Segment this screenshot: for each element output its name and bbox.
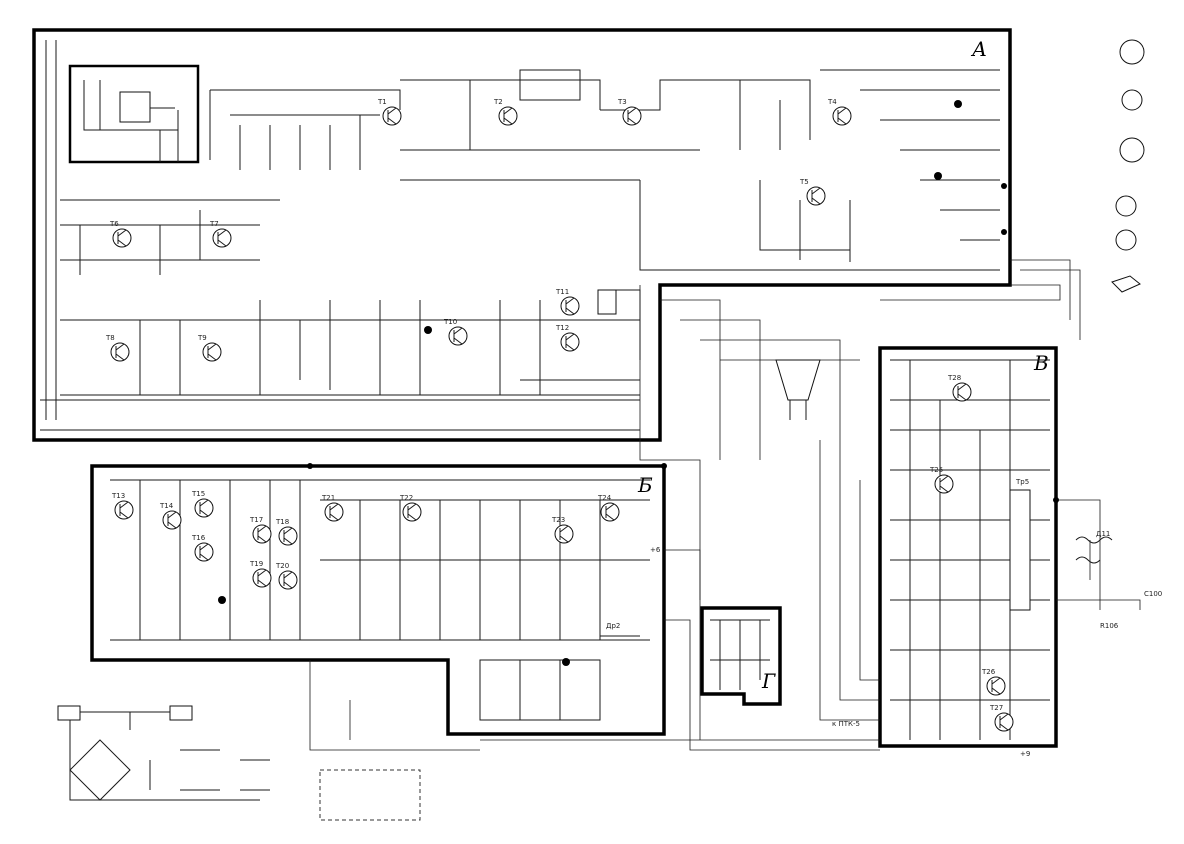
tr-label: Т14 — [159, 502, 174, 510]
d11-label: Д11 — [1096, 530, 1110, 538]
junction-dots — [307, 100, 1059, 503]
choke-label: Др2 — [606, 622, 620, 630]
connector-2 — [169, 705, 193, 721]
transistor-t19: Т19 — [249, 560, 272, 588]
transistor-t26: Т26 — [981, 668, 1006, 696]
transistor-t1: Т1 — [377, 98, 402, 126]
transistor-t20: Т20 — [275, 562, 298, 590]
transistor-t16: Т16 — [191, 534, 214, 562]
tuner-box — [68, 64, 200, 164]
test-point — [218, 596, 226, 604]
tr-label: Т25 — [929, 466, 943, 474]
pin-label: +9 — [1020, 750, 1030, 758]
tr-label: Т9 — [197, 334, 207, 342]
transistor-t6: Т6 — [109, 220, 132, 248]
transistor-t15: Т15 — [191, 490, 214, 518]
antenna-coil: Д11 R106 С100 — [1075, 530, 1162, 630]
transistor-t14: Т14 — [159, 502, 182, 530]
block-g: Г — [700, 606, 782, 706]
block-a: А Т1 Т2 Т3 Т4 — [32, 28, 1012, 442]
tr-label: Т1 — [377, 98, 387, 106]
tr-label: Т10 — [443, 318, 457, 326]
block-v: В Т25 Т26 Т27 Т28 Тр5 +9 — [878, 346, 1058, 758]
transistor-t17: Т17 — [249, 516, 272, 544]
tr-label: Т6 — [109, 220, 119, 228]
tr-label: Т20 — [275, 562, 289, 570]
tr-label: Т26 — [981, 668, 996, 676]
tr-label: Т4 — [827, 98, 837, 106]
transistor-t10: Т10 — [443, 318, 468, 346]
transistor-t25: Т25 — [929, 466, 954, 494]
transistor-t5: Т5 — [799, 178, 826, 206]
transformer-label: Тр5 — [1015, 478, 1029, 486]
output-transformer — [597, 289, 617, 315]
tr-label: Т3 — [617, 98, 627, 106]
transistor-t11: Т11 — [555, 288, 580, 316]
transistor-t4: Т4 — [827, 98, 852, 126]
transistor-t3: Т3 — [617, 98, 642, 126]
transistor-t9: Т9 — [197, 334, 222, 362]
tr-label: Т16 — [191, 534, 206, 542]
tr-label: Т11 — [555, 288, 569, 296]
interconnect-wiring — [309, 259, 1141, 821]
tr-label: Т17 — [249, 516, 263, 524]
transistor-t7: Т7 — [209, 220, 232, 248]
transformer-tr5 — [1009, 489, 1031, 611]
tr-label: Т24 — [597, 494, 612, 502]
side-note: к ПТК-5 — [832, 720, 860, 728]
c100-label: С100 — [1144, 590, 1162, 598]
transistor-t22: Т22 — [399, 494, 422, 522]
tr-label: Т5 — [799, 178, 809, 186]
transistor-t23: Т23 — [551, 516, 574, 544]
transistor-t18: Т18 — [275, 518, 298, 546]
transistor-t13: Т13 — [111, 492, 134, 520]
transistor-t24: Т24 — [597, 494, 620, 522]
ptk-module — [119, 91, 151, 123]
tr-label: Т12 — [555, 324, 569, 332]
tr-label: Т7 — [209, 220, 219, 228]
test-point — [562, 658, 570, 666]
tr-label: Т28 — [947, 374, 961, 382]
block-a-label: А — [970, 37, 987, 61]
tr-label: Т19 — [249, 560, 263, 568]
tr-label: Т21 — [321, 494, 335, 502]
tr-label: Т27 — [989, 704, 1003, 712]
transistor-t12: Т12 — [555, 324, 580, 352]
speaker-symbol — [775, 359, 821, 420]
transistor-t2: Т2 — [493, 98, 518, 126]
r106-label: R106 — [1100, 622, 1119, 630]
block-b: Б Т13 Т14 Т15 Т16 Т17 — [90, 464, 666, 736]
transistor-t8: Т8 — [105, 334, 130, 362]
tr-label: Т8 — [105, 334, 115, 342]
tr-label: Т13 — [111, 492, 125, 500]
connector-1 — [57, 705, 81, 721]
transistor-t28: Т28 — [947, 374, 972, 402]
tr-label: Т23 — [551, 516, 565, 524]
transistor-t27: Т27 — [989, 704, 1014, 732]
tr-label: Т15 — [191, 490, 205, 498]
transistor-t21: Т21 — [321, 494, 344, 522]
transistor-legend — [1111, 39, 1145, 293]
block-g-label: Г — [761, 669, 776, 693]
pin-label: +6 — [650, 546, 661, 554]
block-v-label: В — [1033, 351, 1049, 375]
tr-label: Т18 — [275, 518, 289, 526]
tr-label: Т2 — [493, 98, 503, 106]
block-b-label: Б — [637, 473, 653, 497]
tr-label: Т22 — [399, 494, 413, 502]
power-supply — [57, 705, 270, 801]
